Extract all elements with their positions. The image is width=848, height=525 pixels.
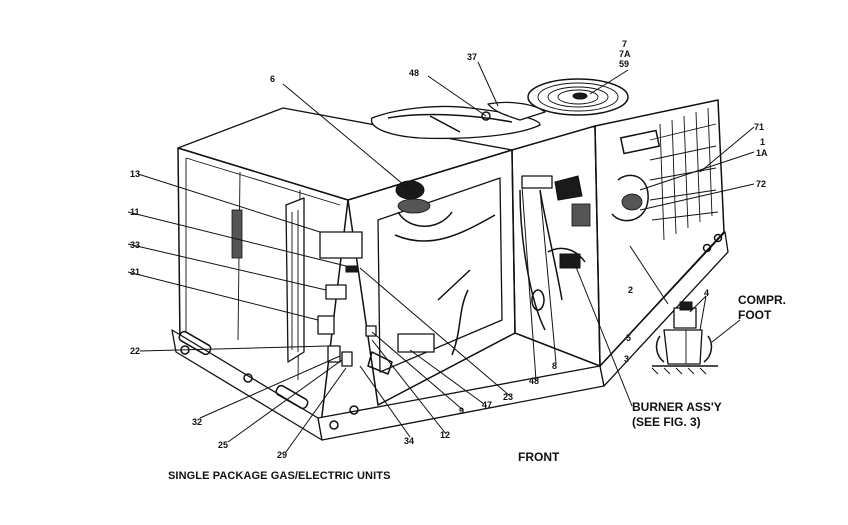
callout-29: 29	[277, 450, 287, 460]
compressor-area	[611, 174, 649, 222]
compressor-foot-line1: COMPR.	[738, 293, 786, 307]
condenser-fan	[527, 78, 629, 116]
burner-section	[511, 125, 601, 367]
control-compartment	[377, 177, 503, 373]
burner-assembly-label: BURNER ASS'Y (SEE FIG. 3)	[632, 400, 722, 430]
callout-1: 1	[760, 137, 765, 147]
condenser-coil	[619, 107, 719, 241]
callout-labels: 7 7A 59 37 48 6 71 1 1A 72 13 11 33 31 2…	[130, 39, 768, 460]
leader-lines	[127, 61, 755, 453]
callout-34: 47	[482, 400, 492, 410]
callout-22: 22	[130, 346, 140, 356]
burner-label-line1: BURNER ASS'Y	[632, 400, 722, 414]
callout-32: 34	[404, 436, 414, 446]
burner-label-line2: (SEE FIG. 3)	[632, 415, 701, 429]
callout-6: 6	[270, 74, 275, 84]
callout-59: 59	[619, 59, 629, 69]
callout-5: 5	[626, 333, 631, 343]
callout-1a: 1A	[756, 148, 768, 158]
compressor-foot-label: COMPR. FOOT	[738, 293, 786, 323]
callout-13: 13	[130, 169, 140, 179]
callout-11: 11	[130, 207, 140, 217]
compressor-foot-line2: FOOT	[738, 308, 772, 322]
left-compartment-parts	[231, 197, 435, 375]
callout-71: 71	[754, 122, 764, 132]
callout-3: 3	[624, 354, 629, 364]
callout-9: 9	[459, 406, 464, 416]
diagram-title: SINGLE PACKAGE GAS/ELECTRIC UNITS	[168, 470, 391, 482]
callout-8: 8	[552, 361, 557, 371]
callout-4: 4	[704, 288, 709, 298]
front-label: FRONT	[518, 450, 560, 464]
callout-7a: 7A	[619, 49, 631, 59]
callout-12: 12	[440, 430, 450, 440]
callout-48: 48	[409, 68, 419, 78]
callout-47: 48	[529, 376, 539, 386]
burner-components	[519, 175, 591, 331]
callout-23: 23	[503, 392, 513, 402]
cabinet-outline	[171, 78, 729, 441]
callout-25: 25	[218, 440, 228, 450]
callout-72: 72	[756, 179, 766, 189]
callout-31: 32	[192, 417, 202, 427]
callout-33: 33	[130, 240, 140, 250]
callout-7: 7	[622, 39, 627, 49]
condenser-section	[594, 99, 725, 367]
callout-2: 2	[628, 285, 633, 295]
callout-37: 37	[467, 52, 477, 62]
callout-30: 31	[130, 267, 140, 277]
compressor-foot-detail	[651, 301, 718, 375]
